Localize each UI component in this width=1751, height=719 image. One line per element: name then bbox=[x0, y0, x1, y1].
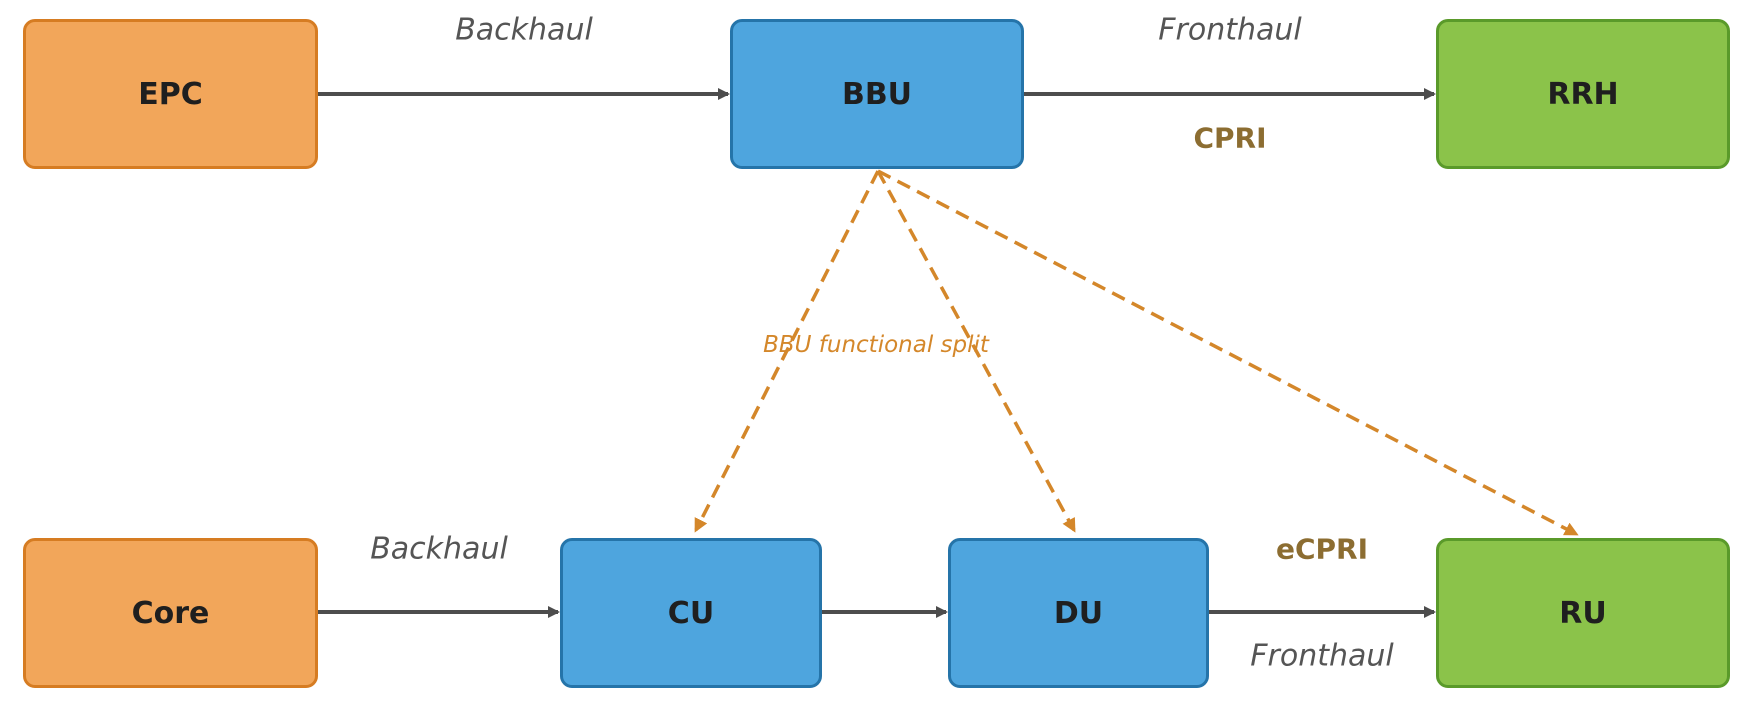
split-arrow-bbu-to-du bbox=[876, 170, 1076, 533]
bbu-node: BBU bbox=[730, 19, 1024, 169]
top-protocol-label: CPRI bbox=[1193, 121, 1267, 155]
du-node: DU bbox=[948, 538, 1209, 688]
rrh-node: RRH bbox=[1436, 19, 1730, 169]
core-node: Core bbox=[23, 538, 318, 688]
split-arrow-bbu-to-cu bbox=[694, 170, 880, 533]
top-backhaul-label: Backhaul bbox=[455, 12, 593, 48]
ru-node: RU bbox=[1436, 538, 1730, 688]
top-fronthaul-label: Fronthaul bbox=[1158, 12, 1302, 48]
bottom-protocol-label: eCPRI bbox=[1275, 532, 1369, 566]
bottom-fronthaul-label: Fronthaul bbox=[1250, 638, 1394, 674]
epc-node: EPC bbox=[23, 19, 318, 169]
functional-split-label: BBU functional split bbox=[763, 332, 989, 358]
bottom-backhaul-label: Backhaul bbox=[370, 531, 508, 567]
cu-node: CU bbox=[560, 538, 822, 688]
